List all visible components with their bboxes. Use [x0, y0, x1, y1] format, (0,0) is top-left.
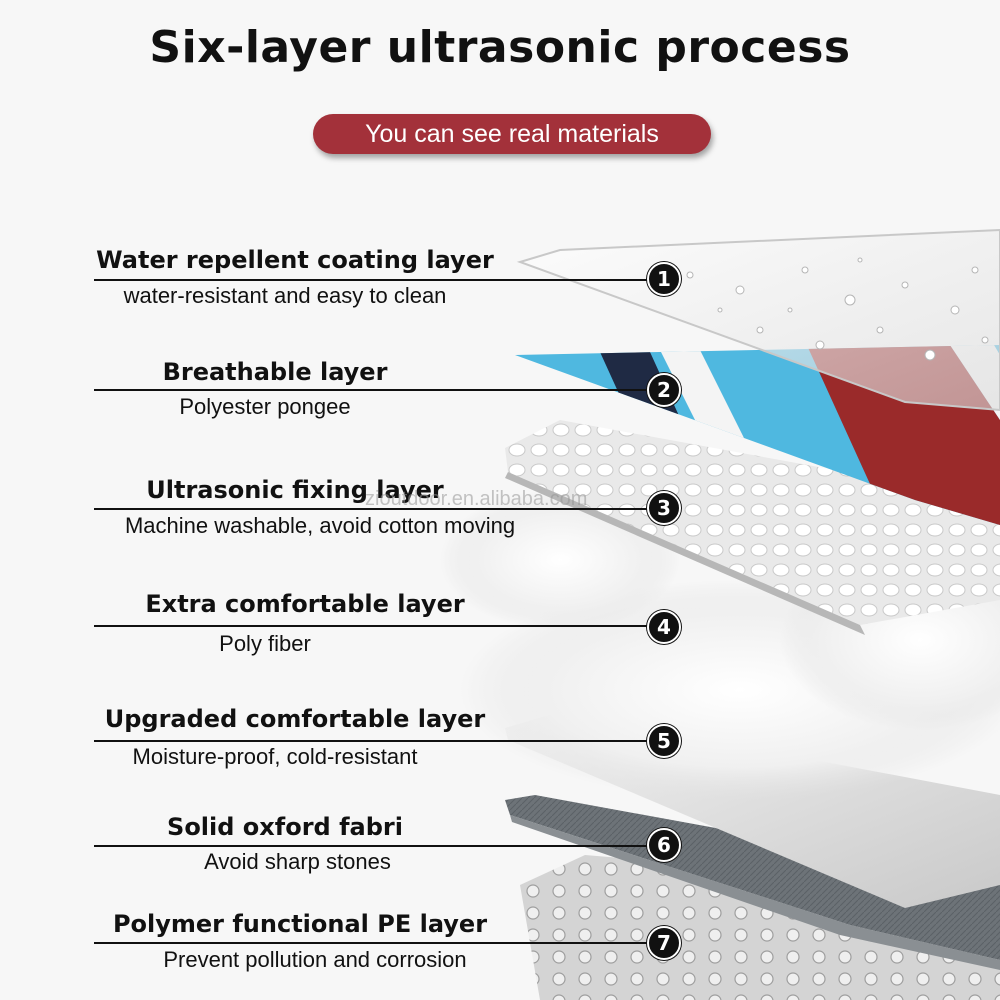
layer-5-number-badge: 5 [647, 724, 681, 758]
layer-1-rule [94, 279, 656, 281]
layer-2-rule [94, 389, 656, 391]
ultrasonic-layer [505, 420, 1000, 625]
layer-5-rule [94, 740, 656, 742]
layer-3-desc: Machine washable, avoid cotton moving [124, 513, 516, 538]
coating-layer [516, 228, 1000, 412]
layer-7-rule [94, 942, 656, 944]
layer-2-title: Breathable layer [162, 358, 388, 386]
layer-3-rule [94, 508, 656, 510]
layer-2-desc: Polyester pongee [179, 394, 351, 419]
subtitle-badge: You can see real materials [313, 114, 711, 154]
layer-7-desc: Prevent pollution and corrosion [163, 947, 467, 972]
layer-1-desc: water-resistant and easy to clean [123, 283, 447, 308]
layer-6-number-badge: 6 [647, 828, 681, 862]
layer-7-title: Polymer functional PE layer [112, 910, 488, 938]
layer-6-desc: Avoid sharp stones [204, 849, 391, 874]
layer-3-number-badge: 3 [647, 491, 681, 525]
layer-7-number-badge: 7 [647, 926, 681, 960]
page-title: Six-layer ultrasonic process [149, 22, 851, 73]
layer-3-title: Ultrasonic fixing layer [146, 476, 444, 504]
layer-4-desc: Poly fiber [219, 631, 311, 656]
oxford-layer [505, 795, 1000, 960]
layer-2-number-badge: 2 [647, 373, 681, 407]
layer-6-rule [94, 845, 656, 847]
layer-6-title: Solid oxford fabri [167, 813, 403, 841]
watermark-text: zioutdoor.en.alibaba.com [365, 488, 588, 510]
layer-4-title: Extra comfortable layer [145, 590, 465, 618]
layer-4-rule [94, 625, 656, 627]
layer-4-number-badge: 4 [647, 610, 681, 644]
layer-5-desc: Moisture-proof, cold-resistant [132, 744, 418, 769]
layer-1-title: Water repellent coating layer [96, 246, 494, 274]
layer-1-number-badge: 1 [647, 262, 681, 296]
layer-5-title: Upgraded comfortable layer [104, 705, 486, 733]
